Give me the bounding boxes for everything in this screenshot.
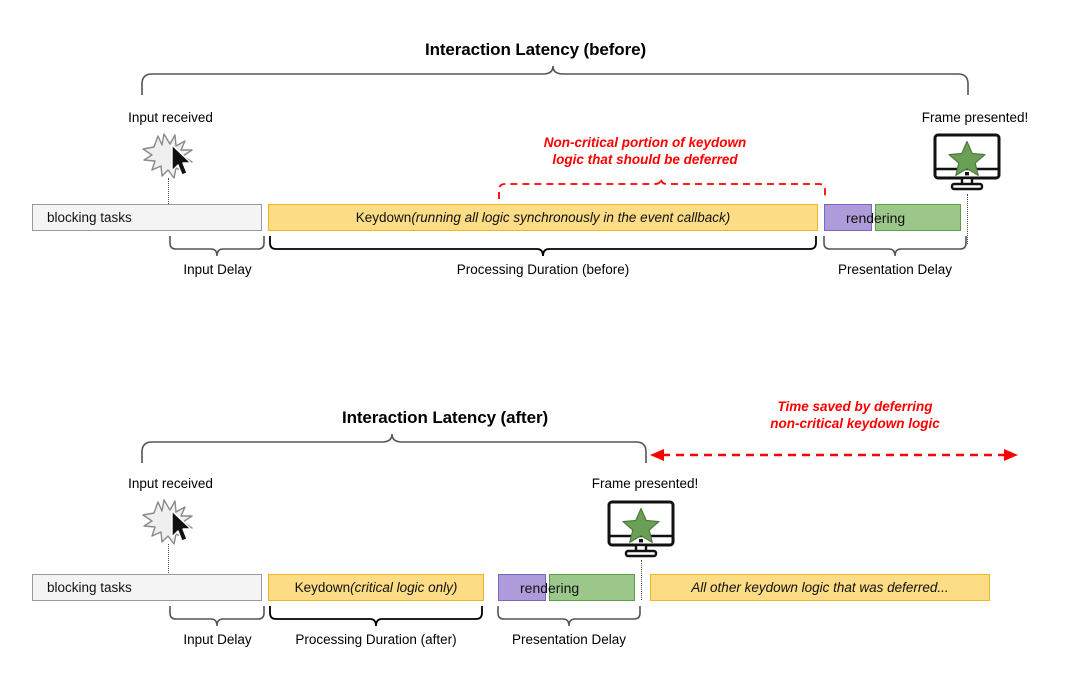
before-red-annotation: Non-critical portion of keydown logic th…: [495, 134, 795, 168]
before-title: Interaction Latency (before): [424, 40, 647, 59]
after-bar-deferred-logic-label: All other keydown logic that was deferre…: [691, 580, 949, 595]
before-red-dashed-brace: [497, 177, 827, 200]
before-frame-leader-line: [967, 194, 968, 244]
after-input-leader-line: [168, 544, 169, 573]
after-processing-duration-label: Processing Duration (after): [295, 632, 457, 647]
after-presentation-delay-label: Presentation Delay: [511, 632, 627, 647]
after-bar-deferred-logic[interactable]: All other keydown logic that was deferre…: [650, 574, 990, 601]
after-frame-presented-label: Frame presented!: [591, 476, 699, 491]
before-diagram: Interaction Latency (before) Input recei…: [0, 0, 1071, 300]
after-input-received-label: Input received: [128, 476, 213, 491]
after-input-delay-brace: [168, 606, 266, 628]
before-bar-keydown[interactable]: Keydown (running all logic synchronously…: [268, 204, 818, 231]
before-bar-render[interactable]: [875, 204, 961, 231]
after-red-annotation-line1: Time saved by deferring: [777, 399, 933, 414]
before-latency-brace: [140, 65, 970, 96]
before-processing-duration-label: Processing Duration (before): [456, 262, 630, 277]
after-bar-pre-render[interactable]: [498, 574, 546, 601]
before-processing-duration-brace: [268, 236, 818, 258]
after-title: Interaction Latency (after): [341, 408, 549, 427]
mouse-cursor-icon-after: [170, 510, 196, 544]
mouse-cursor-icon: [170, 144, 196, 178]
monitor-with-star-icon: [931, 133, 1003, 193]
after-bar-keydown-detail: (critical logic only): [350, 580, 458, 595]
before-presentation-delay-brace: [822, 236, 968, 258]
before-red-annotation-line1: Non-critical portion of keydown: [543, 135, 747, 150]
before-bar-blocking-tasks[interactable]: blocking tasks: [32, 204, 262, 231]
monitor-with-star-icon-after: [605, 500, 677, 560]
after-bar-keydown[interactable]: Keydown (critical logic only): [268, 574, 484, 601]
after-frame-leader-line: [641, 560, 642, 600]
before-presentation-delay-label: Presentation Delay: [837, 262, 953, 277]
after-bar-render[interactable]: [549, 574, 635, 601]
after-latency-brace: [140, 433, 648, 464]
before-bar-keydown-label: Keydown: [355, 210, 412, 225]
after-red-annotation-line2: non-critical keydown logic: [770, 416, 940, 431]
after-presentation-delay-brace: [496, 606, 642, 628]
before-red-annotation-line2: logic that should be deferred: [552, 152, 738, 167]
before-input-leader-line: [168, 178, 169, 212]
after-bar-blocking-tasks[interactable]: blocking tasks: [32, 574, 262, 601]
after-input-delay-label: Input Delay: [183, 632, 252, 647]
after-diagram: Interaction Latency (after) Time saved b…: [0, 370, 1071, 690]
before-input-delay-brace: [168, 236, 266, 258]
after-red-annotation: Time saved by deferring non-critical key…: [705, 398, 1005, 432]
before-bar-keydown-detail: (running all logic synchronously in the …: [411, 210, 731, 225]
after-bar-keydown-label: Keydown: [294, 580, 351, 595]
before-bar-pre-render[interactable]: [824, 204, 872, 231]
after-processing-duration-brace: [268, 606, 484, 628]
after-time-saved-arrow: [648, 448, 1020, 462]
before-input-received-label: Input received: [128, 110, 213, 125]
before-input-delay-label: Input Delay: [183, 262, 252, 277]
before-frame-presented-label: Frame presented!: [921, 110, 1029, 125]
